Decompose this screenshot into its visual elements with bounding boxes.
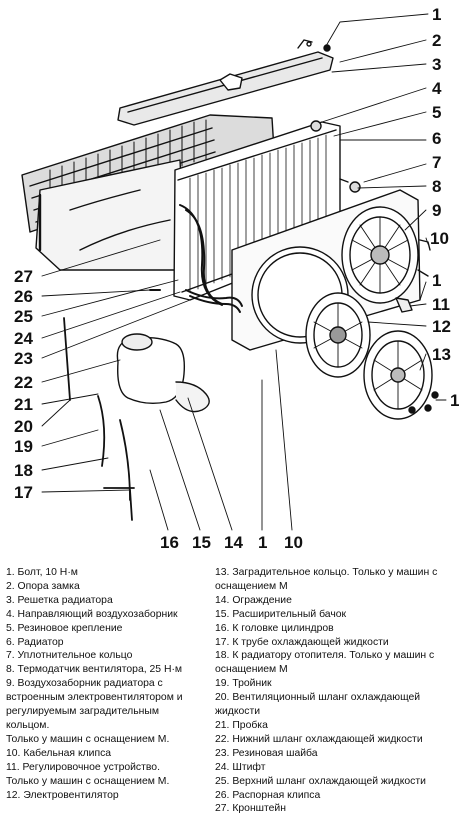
callout-label: 13	[432, 345, 451, 364]
callout-label: 5	[432, 103, 442, 122]
legend-right-column: 13. Заградительное кольцо. Только у маши…	[215, 566, 467, 816]
callout-label: 16	[160, 533, 179, 552]
callout-label: 11	[432, 295, 450, 314]
callout-label: 22	[14, 373, 33, 392]
legend-entry: 8. Термодатчик вентилятора, 25 Н·м	[6, 664, 183, 676]
shroud-ring-drawing	[363, 330, 433, 420]
lock-carrier-drawing	[117, 39, 334, 126]
legend-entry: 25. Верхний шланг охлаждающей жидкости	[215, 775, 426, 787]
callout-label: 8	[432, 177, 442, 196]
callout-label: 10	[430, 229, 449, 248]
legend-entry: 1. Болт, 10 Н·м	[6, 567, 78, 578]
callout-label: 12	[432, 317, 451, 336]
legend-left-column: 1. Болт, 10 Н·м 2. Опора замка 3. Решетк…	[6, 566, 211, 802]
legend-entry: 21. Пробка	[215, 719, 268, 731]
legend-entry: 18. К радиатору отопителя. Только у маши…	[215, 650, 435, 676]
legend-entry: 12. Электровентилятор	[6, 789, 119, 801]
callout-label: 18	[14, 461, 33, 480]
legend-entry: 14. Ограждение	[215, 594, 292, 606]
legend-entry: 6. Радиатор	[6, 636, 64, 648]
small-parts-drawing	[339, 178, 439, 414]
legend-entry: 9. Воздухозаборник радиатора с встроенны…	[6, 678, 183, 745]
legend-entry: 7. Уплотнительное кольцо	[6, 650, 133, 662]
callout-label: 1	[432, 271, 442, 290]
callout-label: 4	[432, 79, 442, 98]
callout-label: 7	[432, 153, 442, 172]
legend-entry: 22. Нижний шланг охлаждающей жидкости	[215, 733, 423, 745]
callout-label: 15	[192, 533, 211, 552]
callout-label: 26	[14, 287, 33, 306]
air-guide-drawing	[35, 159, 186, 271]
legend-entry: 2. Опора замка	[6, 580, 80, 592]
callout-label: 14	[224, 533, 243, 552]
callout-label: 1	[432, 5, 442, 24]
callout-label: 24	[14, 329, 33, 348]
legend-entry: 10. Кабельная клипса	[6, 747, 112, 759]
electric-fan-drawing	[305, 292, 371, 378]
legend-entry: 15. Расширительный бачок	[215, 608, 347, 620]
hoses-drawing	[149, 204, 243, 313]
legend-entry: 4. Направляющий воздухозаборник	[6, 608, 178, 620]
expansion-tank-drawing	[116, 333, 210, 413]
legend-entry: 3. Решетка радиатора	[6, 594, 113, 606]
leader-lines	[41, 13, 447, 531]
callout-label: 21	[14, 395, 33, 414]
callout-label: 20	[14, 417, 33, 436]
callout-label: 19	[14, 437, 33, 456]
callout-label: 9	[432, 201, 442, 220]
callout-label: 25	[14, 307, 33, 326]
legend-entry: 13. Заградительное кольцо. Только у маши…	[215, 567, 438, 592]
legend-entry: 26. Распорная клипса	[215, 789, 321, 801]
callout-label: 17	[14, 483, 33, 502]
legend-entry: 20. Вентиляционный шланг охлаждающей жид…	[215, 692, 421, 718]
legend-entry: 27. Кронштейн	[215, 803, 286, 815]
legend-entry: 5. Резиновое крепление	[6, 622, 123, 634]
callout-label: 3	[432, 55, 442, 74]
callout-label: 2	[432, 31, 442, 50]
callout-label: 27	[14, 267, 33, 286]
legend-entry: 19. Тройник	[215, 678, 272, 690]
callout-label: 10	[284, 533, 303, 552]
callout-label: 23	[14, 349, 33, 368]
exploded-view-drawing	[21, 13, 447, 531]
callout-label: 1	[258, 533, 268, 552]
callout-label: 6	[432, 129, 442, 148]
legend-entry: 16. К головке цилиндров	[215, 622, 334, 634]
legend-entry: 11. Регулировочное устройство. Только у …	[6, 761, 170, 787]
legend-entry: 24. Штифт	[215, 761, 266, 773]
callout-label: 1	[450, 391, 460, 410]
fan-assembly-top-drawing	[341, 206, 419, 304]
legend-entry: 23. Резиновая шайба	[215, 747, 318, 759]
legend-entry: 17. К трубе охлаждающей жидкости	[215, 636, 389, 648]
